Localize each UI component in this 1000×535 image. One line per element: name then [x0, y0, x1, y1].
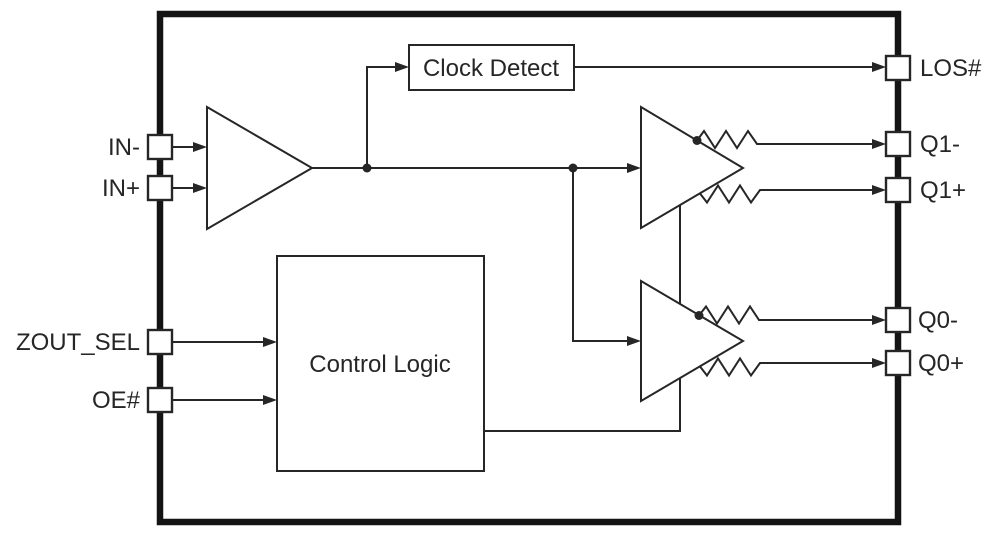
q0-output-buffer: [640, 279, 745, 403]
control-logic-block: [276, 255, 485, 472]
junction-dot-q0-branch: [568, 163, 578, 173]
pin-label-oe: OE#: [92, 387, 141, 414]
pin-label-q1-plus: Q1+: [920, 177, 966, 204]
control-logic-label: Control Logic: [309, 351, 450, 378]
pin-label-in-plus: IN+: [102, 175, 140, 202]
resistor-q1-minus: [696, 129, 873, 150]
chip-outline: [156, 10, 902, 526]
resistor-q0-minus: [698, 304, 873, 326]
pin-square-zout-sel: [146, 328, 174, 356]
arrowhead-q1-input: [627, 163, 641, 173]
pin-label-q0-plus: Q0+: [918, 350, 964, 377]
arrowhead-clock-detect: [395, 62, 409, 72]
wire-q0-branch: [572, 168, 628, 342]
pin-square-in-plus: [146, 174, 174, 202]
arrowhead-in-plus: [193, 183, 207, 193]
pin-square-q1-minus: [884, 130, 912, 158]
pin-square-in-minus: [146, 133, 174, 161]
wire-output-enable: [484, 205, 681, 432]
arrowhead-los: [872, 62, 886, 72]
pin-square-oe: [146, 386, 174, 414]
arrowhead-q0-input: [627, 336, 641, 346]
wire-clock-detect-branch: [366, 66, 396, 168]
junction-dot-clock-branch: [362, 163, 372, 173]
pin-square-q0-plus: [884, 349, 912, 377]
pin-square-los: [884, 54, 912, 82]
resistor-q0-plus: [699, 356, 873, 378]
arrowhead-q1-minus: [872, 139, 886, 149]
pin-square-q1-plus: [884, 176, 912, 204]
arrowhead-q1-plus: [872, 185, 886, 195]
pin-label-los: LOS#: [920, 55, 982, 82]
arrowhead-q0-plus: [872, 358, 886, 368]
pin-label-zout-sel: ZOUT_SEL: [16, 329, 140, 356]
pin-square-q0-minus: [884, 306, 912, 334]
q1-output-buffer: [640, 105, 745, 230]
clock-detect-label: Clock Detect: [423, 55, 559, 82]
arrowhead-zout-sel: [263, 337, 277, 347]
arrowhead-q0-minus: [872, 315, 886, 325]
arrowhead-oe: [263, 395, 277, 405]
junction-dot-q0-resistor: [694, 311, 704, 320]
pin-label-q1-minus: Q1-: [920, 131, 960, 158]
pin-label-in-minus: IN-: [108, 134, 140, 161]
pin-label-q0-minus: Q0-: [918, 307, 958, 334]
arrowhead-in-minus: [193, 142, 207, 152]
junction-dot-q1-resistor: [692, 136, 702, 145]
input-buffer: [206, 105, 314, 231]
clock-detect-block: [408, 44, 575, 91]
resistor-q1-plus: [699, 183, 873, 205]
